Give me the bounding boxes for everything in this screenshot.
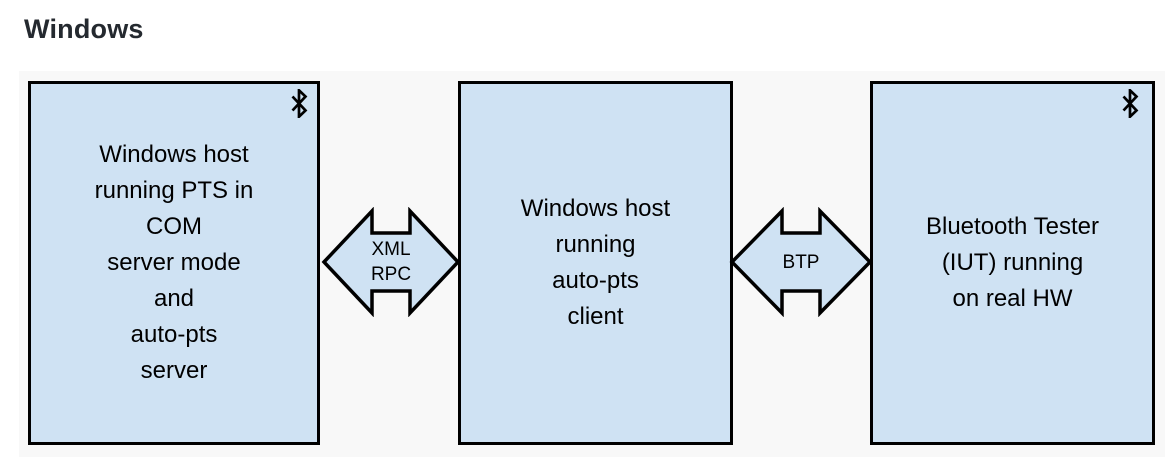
node-text-line: running PTS in [94,177,254,204]
node-text-line: on real HW [952,285,1073,312]
node-text-line: Bluetooth Tester [925,213,1099,240]
connector-label: BTP [729,207,873,317]
bluetooth-icon [1122,89,1139,118]
node-text-line: (IUT) running [941,249,1084,276]
node-text-line: and [153,285,195,312]
node-text-line: Windows host [99,141,249,168]
node-bluetooth-tester: Bluetooth Tester (IUT) running on real H… [870,81,1155,445]
node-text-line: server [140,357,208,384]
page-title: Windows [24,14,144,44]
bluetooth-icon [291,89,308,118]
connector-label-line: RPC [370,264,412,285]
connector-label-line: BTP [782,251,820,273]
node-autopts-client: Windows host running auto-pts client [458,81,733,445]
node-text-line: client [567,303,624,330]
node-text-line: server mode [107,249,241,276]
connector-label: XML RPC [321,207,461,317]
connector-btp: BTP [729,207,873,317]
node-text-line: Windows host [520,195,671,222]
node-text-line: auto-pts [552,267,639,294]
node-text-line: running [555,231,636,258]
node-pts-server: Windows host running PTS in COM server m… [28,81,320,445]
node-text-line: auto-pts [130,321,218,348]
connector-xml-rpc: XML RPC [321,207,461,317]
node-text-line: COM [146,213,202,240]
connector-label-line: XML [371,239,411,260]
